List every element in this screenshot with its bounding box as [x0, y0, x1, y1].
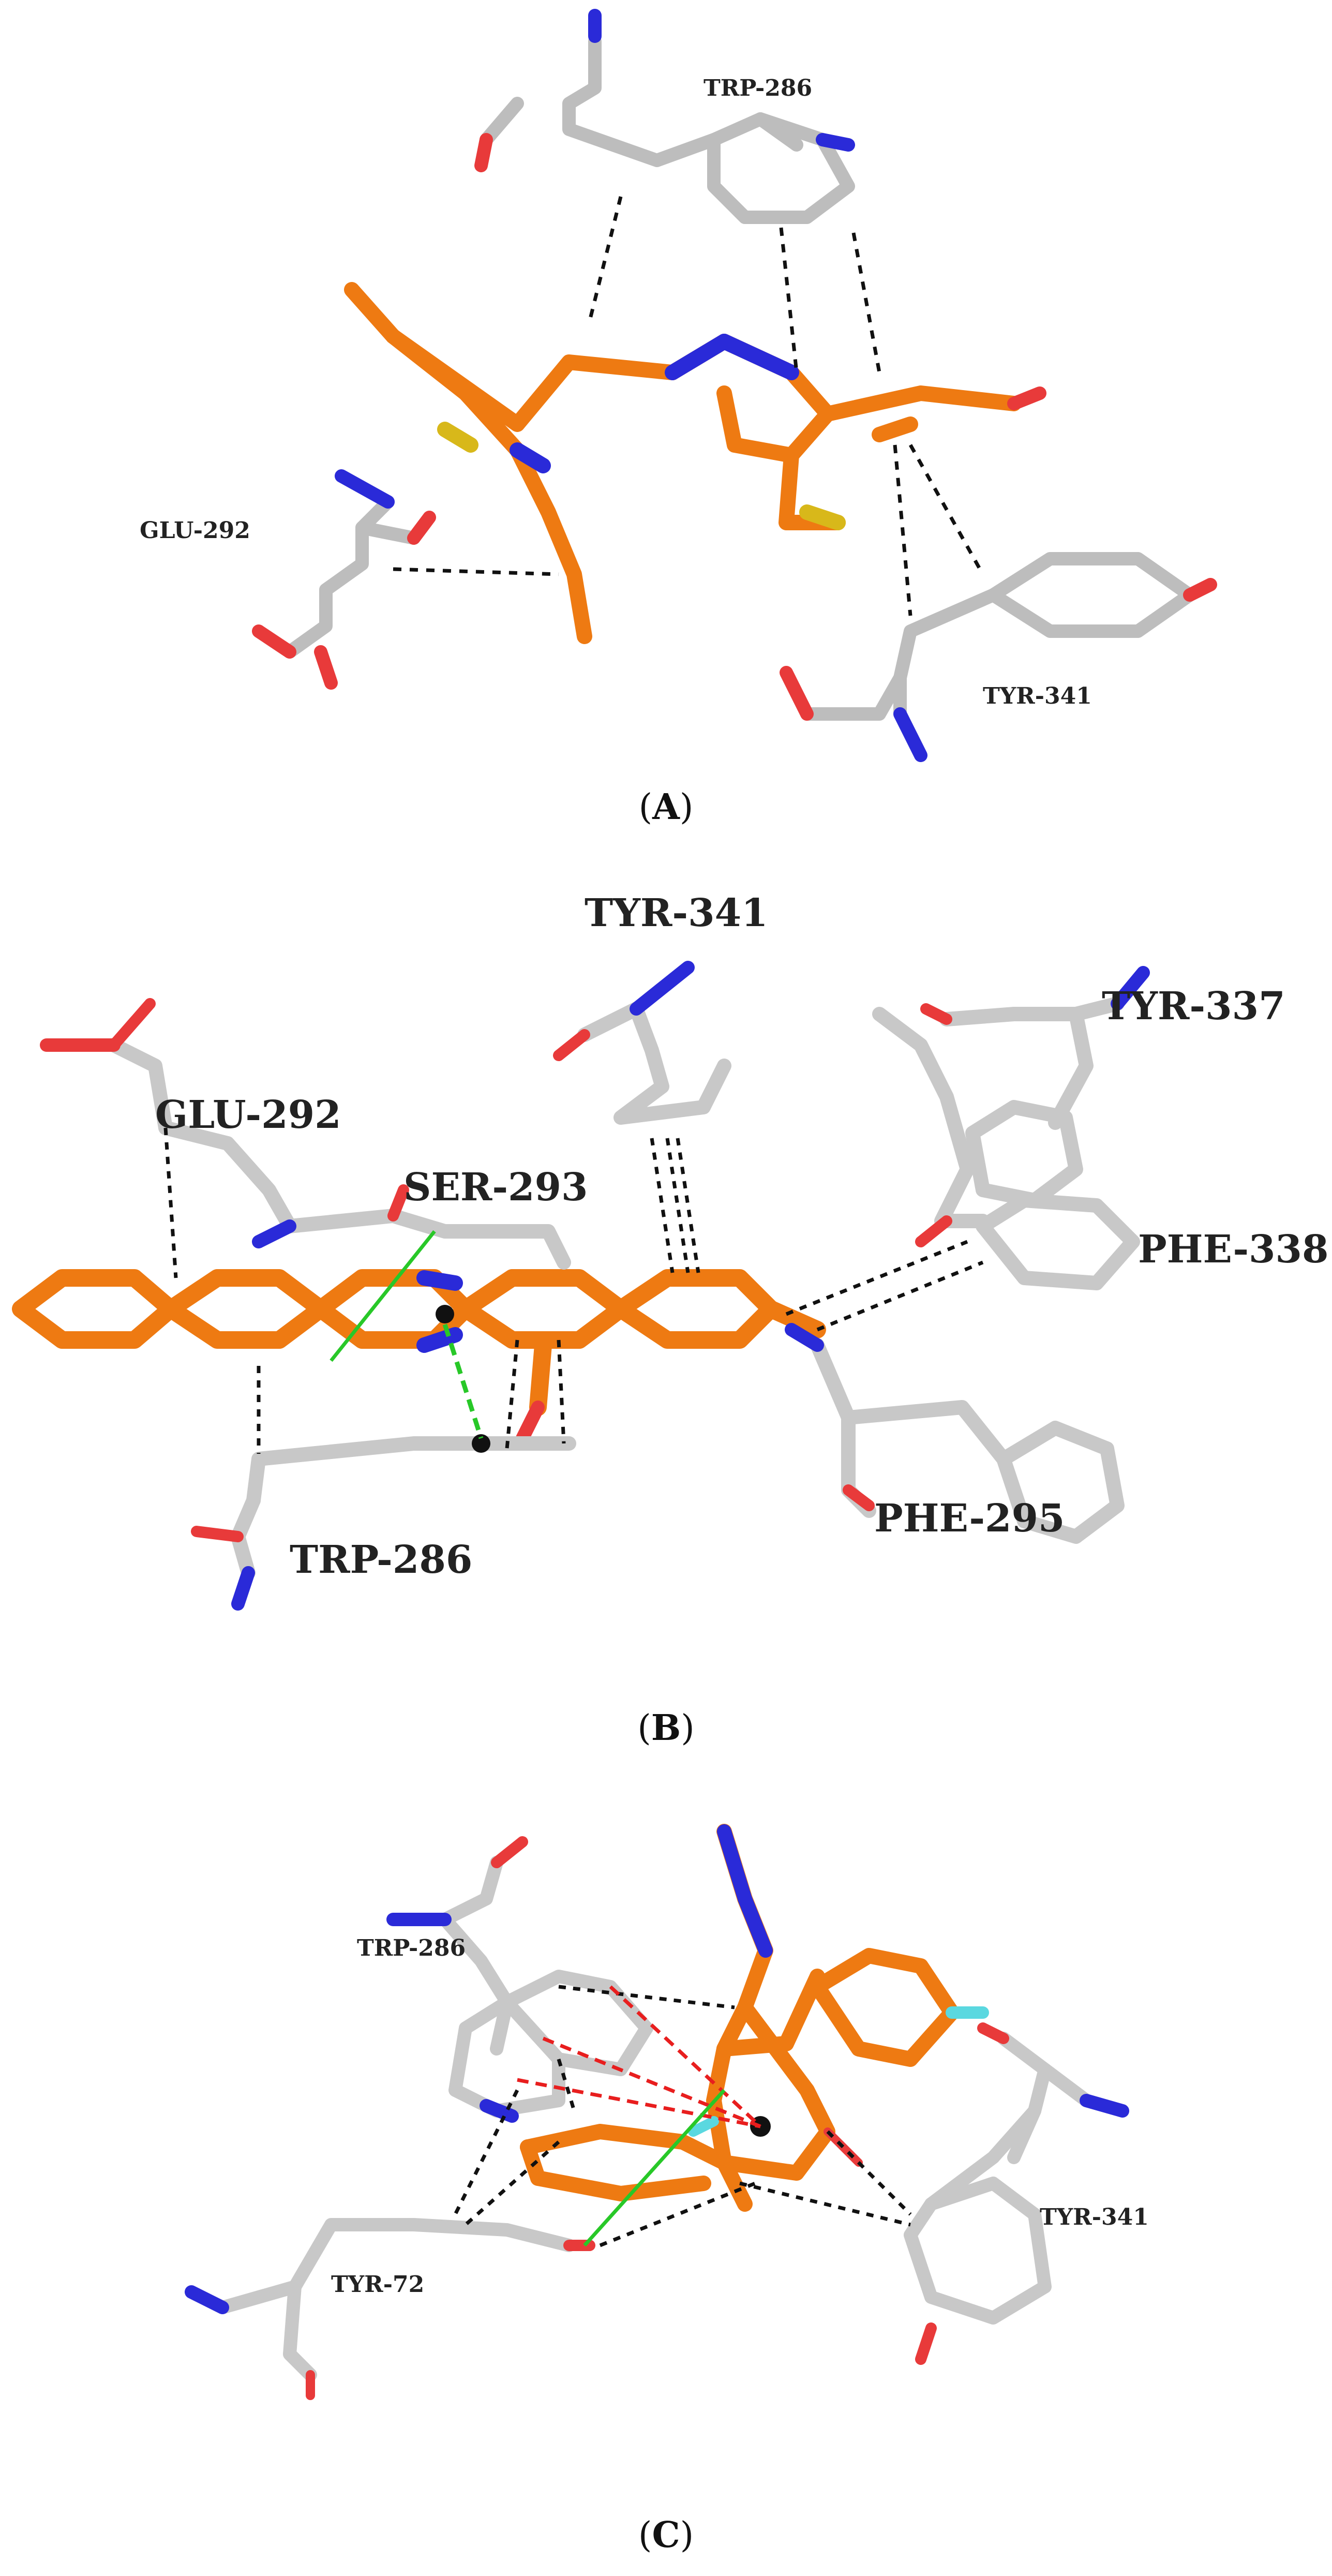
label-a-trp-286: TRP-286 — [704, 75, 812, 101]
label-b-glu-292: GLU-292 — [155, 1093, 341, 1137]
centroid-trp-286-b — [472, 1434, 490, 1453]
ligand-a — [344, 282, 1022, 644]
panel-c: TRP-286 TYR-341 TYR-72 — [0, 1769, 1332, 2514]
panel-c-pi-cation — [517, 1985, 762, 2128]
panel-a-molecule: TRP-286 GLU-292 TYR-341 — [140, 9, 1217, 762]
pi-stack-b-2 — [330, 1230, 436, 1362]
label-b-phe-338: PHE-338 — [1138, 1227, 1329, 1272]
label-c-tyr-72: TYR-72 — [331, 2271, 424, 2298]
label-b-tyr-341: TYR-341 — [585, 891, 768, 935]
label-a-glu-292: GLU-292 — [140, 517, 250, 544]
centroid-ligand-b — [436, 1305, 454, 1323]
tyr-337-residue — [872, 996, 1125, 1228]
trp-286-residue — [562, 35, 855, 224]
panel-a-contacts — [393, 196, 985, 616]
label-c-trp-286: TRP-286 — [357, 1935, 466, 1961]
pi-stack-b — [442, 1323, 484, 1439]
trp-286-residue-c — [438, 1856, 653, 2118]
glu-292-residue-b — [107, 1038, 297, 1233]
panel-b-contacts — [163, 1127, 984, 1454]
label-b-tyr-337: TYR-337 — [1102, 984, 1285, 1029]
panel-b: TYR-341 TYR-337 GLU-292 SER-293 PHE-338 … — [0, 848, 1332, 1769]
ser-293-residue — [282, 1209, 571, 1270]
tyr-72-residue — [216, 2218, 576, 2381]
panel-c-molecule: TRP-286 TYR-341 TYR-72 — [185, 1824, 1149, 2400]
caption-a: (A) — [638, 786, 694, 828]
label-c-tyr-341: TYR-341 — [1040, 2204, 1149, 2230]
glu-292-residue — [283, 495, 421, 659]
tyr-341-residue-c — [904, 2032, 1093, 2325]
label-b-phe-295: PHE-295 — [874, 1496, 1065, 1541]
caption-b: (B) — [637, 1707, 695, 1749]
caption-c: (C) — [638, 2514, 694, 2556]
ligand-b — [12, 1269, 826, 1416]
phe-338-residue — [976, 1193, 1140, 1290]
pi-stack-c — [583, 2089, 726, 2247]
panel-c-contacts — [453, 1985, 912, 2247]
label-b-ser-293: SER-293 — [403, 1165, 588, 1210]
panel-a: TRP-286 GLU-292 TYR-341 — [0, 0, 1332, 848]
label-a-tyr-341: TYR-341 — [983, 683, 1092, 709]
tyr-341-residue-b — [577, 1002, 731, 1125]
panel-b-molecule: TYR-341 TYR-337 GLU-292 SER-293 PHE-338 … — [12, 891, 1329, 1611]
label-b-trp-286: TRP-286 — [290, 1538, 472, 1582]
